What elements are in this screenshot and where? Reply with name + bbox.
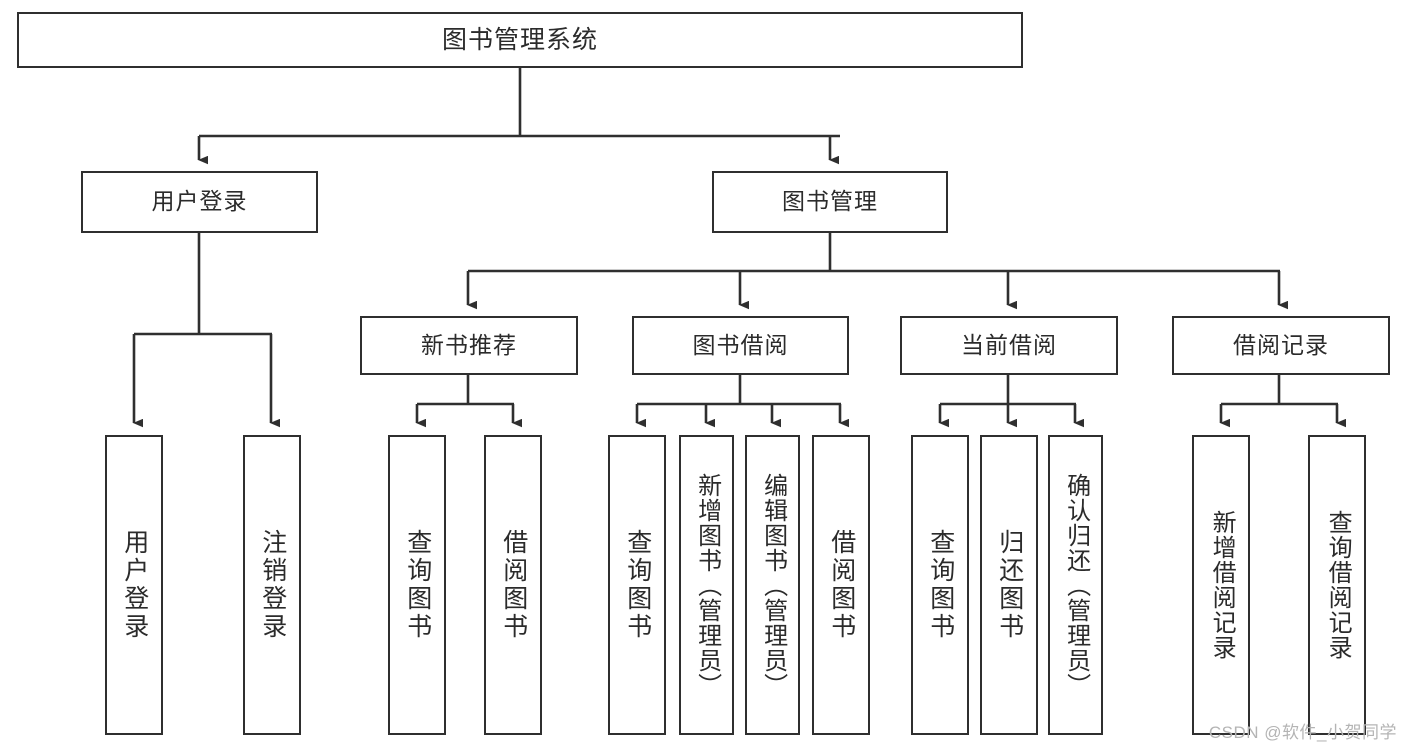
leaf-user-login-label: 用户登录 — [120, 529, 149, 641]
leaf-query-book-borrow-label: 查询图书 — [623, 529, 652, 641]
leaf-edit-book-admin-label: 编辑图书（管理员） — [759, 472, 787, 698]
csdn-watermark: CSDN @软件_小贺同学 — [1208, 723, 1397, 742]
node-book-borrow[interactable]: 图书借阅 — [632, 316, 849, 375]
node-book-borrow-label: 图书借阅 — [692, 331, 789, 358]
node-borrow-records[interactable]: 借阅记录 — [1172, 316, 1390, 375]
node-root-label: 图书管理系统 — [441, 26, 598, 54]
leaf-confirm-return-admin[interactable]: 确认归还（管理员） — [1048, 435, 1103, 735]
leaf-query-book-current[interactable]: 查询图书 — [911, 435, 969, 735]
leaf-borrow-book[interactable]: 借阅图书 — [812, 435, 870, 735]
node-current-borrow[interactable]: 当前借阅 — [900, 316, 1118, 375]
node-new-book-recommend-label: 新书推荐 — [421, 331, 517, 358]
leaf-query-book-current-label: 查询图书 — [926, 529, 955, 641]
node-borrow-records-label: 借阅记录 — [1233, 331, 1329, 358]
leaf-borrow-book-newbook-label: 借阅图书 — [499, 529, 528, 641]
node-user-login[interactable]: 用户登录 — [81, 171, 318, 233]
node-new-book-recommend[interactable]: 新书推荐 — [360, 316, 578, 375]
leaf-edit-book-admin[interactable]: 编辑图书（管理员） — [745, 435, 800, 735]
leaf-confirm-return-admin-label: 确认归还（管理员） — [1062, 472, 1090, 698]
leaf-add-book-admin[interactable]: 新增图书（管理员） — [679, 435, 734, 735]
node-root[interactable]: 图书管理系统 — [17, 12, 1023, 68]
node-user-login-label: 用户登录 — [151, 188, 248, 215]
leaf-query-book-newbook[interactable]: 查询图书 — [388, 435, 446, 735]
leaf-add-borrow-record[interactable]: 新增借阅记录 — [1192, 435, 1250, 735]
leaf-user-login[interactable]: 用户登录 — [105, 435, 163, 735]
leaf-add-book-admin-label: 新增图书（管理员） — [693, 472, 721, 698]
leaf-add-borrow-record-label: 新增借阅记录 — [1208, 510, 1236, 660]
leaf-query-book-newbook-label: 查询图书 — [403, 529, 432, 641]
node-current-borrow-label: 当前借阅 — [961, 331, 1057, 358]
node-book-management-label: 图书管理 — [782, 188, 878, 215]
leaf-query-book-borrow[interactable]: 查询图书 — [608, 435, 666, 735]
leaf-return-book[interactable]: 归还图书 — [980, 435, 1038, 735]
node-book-management[interactable]: 图书管理 — [712, 171, 948, 233]
leaf-logout-label: 注销登录 — [258, 529, 287, 641]
leaf-logout[interactable]: 注销登录 — [243, 435, 301, 735]
leaf-query-borrow-record-label: 查询借阅记录 — [1324, 510, 1352, 660]
leaf-return-book-label: 归还图书 — [995, 529, 1024, 641]
leaf-borrow-book-newbook[interactable]: 借阅图书 — [484, 435, 542, 735]
leaf-query-borrow-record[interactable]: 查询借阅记录 — [1308, 435, 1366, 735]
leaf-borrow-book-label: 借阅图书 — [827, 529, 856, 641]
